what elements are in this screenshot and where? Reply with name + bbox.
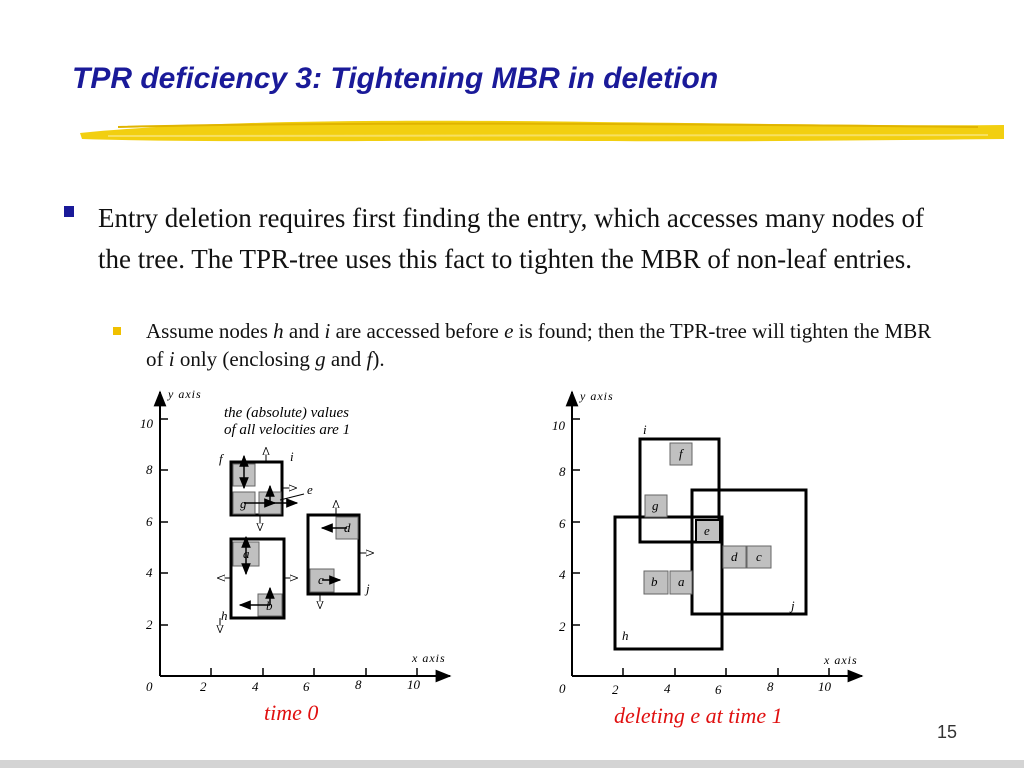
left-y-axis-label: y axis [167,387,202,401]
right-x-tick-4: 4 [664,681,671,696]
entry-box-a [669,570,693,595]
velocity-note-line2: of all velocities are 1 [224,422,350,438]
node-label-j: j [789,598,795,613]
entry-label-g: g [652,498,659,513]
left-diagram: y axis x axis 0 2 4 6 8 10 2 4 6 8 10 th… [140,387,452,694]
entry-box-f [669,442,693,466]
left-x-tick-2: 2 [200,679,207,694]
bullet-square-icon [64,206,74,217]
entry-label-g: g [240,496,247,511]
node-label-i: i [643,422,647,437]
yellow-brush-underline [80,120,1004,142]
entry-label-d: d [731,549,738,564]
left-y-tick-10: 10 [140,416,154,431]
left-y-tick-8: 8 [146,462,153,477]
entry-label-f: f [679,446,685,461]
footer-bar [0,760,1024,768]
right-y-tick-8: 8 [559,464,566,479]
right-diagram: y axis x axis 0 2 4 6 8 10 2 4 6 8 10 f … [552,389,864,697]
right-x-tick-10: 10 [818,679,832,694]
entry-label-e: e [307,482,313,497]
node-box-h [613,515,724,651]
right-y-tick-6: 6 [559,516,566,531]
node-box-j [306,513,361,596]
right-y-axis-label: y axis [579,389,614,403]
entry-box-g [644,494,668,518]
right-caption: deleting e at time 1 [614,703,783,728]
left-y-tick-6: 6 [146,514,153,529]
right-y-tick-4: 4 [559,567,566,582]
entry-label-b: b [266,598,273,613]
left-x-tick-6: 6 [303,679,310,694]
right-y-tick-2: 2 [559,619,566,634]
left-x-axis-label: x axis [411,651,446,665]
node-label-h: h [622,628,629,643]
right-x-tick-6: 6 [715,682,722,697]
right-x-tick-8: 8 [767,679,774,694]
node-label-h: h [221,608,228,623]
right-x-tick-2: 2 [612,682,619,697]
velocity-note-line1: the (absolute) values [224,405,349,421]
left-y-tick-2: 2 [146,617,153,632]
bullet-square-yellow-icon [113,327,121,335]
entry-box-b [643,570,669,595]
entry-box-e [695,519,721,543]
entry-label-d: d [344,520,351,535]
left-x-tick-10: 10 [407,677,421,692]
node-label-i: i [290,449,294,464]
entry-label-c: c [318,572,324,587]
entry-box-c [746,545,772,569]
entry-label-c: c [756,549,762,564]
right-y-tick-10: 10 [552,418,566,433]
right-x-axis-label: x axis [823,653,858,667]
bullet-level2-text: Assume nodes h and i are accessed before… [146,319,932,371]
entry-label-f: f [219,451,225,466]
node-box-j [690,488,808,616]
node-label-j: j [364,581,370,596]
left-origin-label: 0 [146,679,153,694]
left-caption: time 0 [264,700,319,725]
right-origin-label: 0 [559,681,566,696]
entry-label-b: b [651,574,658,589]
velocity-arrows-hollow [218,448,373,632]
left-y-tick-4: 4 [146,565,153,580]
left-x-tick-8: 8 [355,677,362,692]
left-x-tick-4: 4 [252,679,259,694]
velocity-arrows-filled [238,454,347,610]
entry-label-e: e [704,523,710,538]
entry-label-a: a [243,546,250,561]
slide-title: TPR deficiency 3: Tightening MBR in dele… [72,62,719,95]
bullet-level1-text: Entry deletion requires first finding th… [98,203,925,274]
entry-label-a: a [678,574,685,589]
entry-box-d [722,545,747,569]
page-number: 15 [937,722,958,742]
